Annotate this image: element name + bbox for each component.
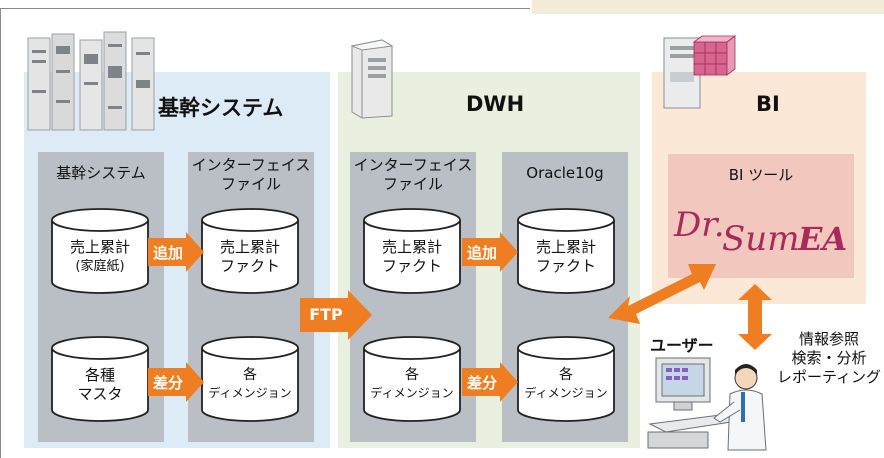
database-cylinder-icon xyxy=(51,336,149,422)
add-arrow-1-label: 追加 xyxy=(152,244,183,262)
bi-tool-box: BI ツール xyxy=(668,154,854,278)
add-arrow-2 xyxy=(462,232,518,272)
tower-server-icon xyxy=(350,39,394,119)
dim-oracle-label: 各 ディメンジョン xyxy=(516,366,616,402)
bi-server-icon xyxy=(663,35,737,109)
database-cylinder-icon xyxy=(363,208,461,294)
sales-fact-dwh-if-line2: ファクト xyxy=(381,257,442,275)
svg-text:Dr.: Dr. xyxy=(673,205,725,245)
dr-sum-ea-logo: Dr. Sum EA xyxy=(672,200,852,264)
master-label: 各種 マスタ xyxy=(50,366,150,404)
database-cylinder-icon xyxy=(201,336,299,422)
bi-user-two-way-arrow xyxy=(738,284,772,350)
dim-oracle-line2: ディメンジョン xyxy=(524,386,608,400)
core-interface-column-title: インターフェイス ファイル xyxy=(188,156,314,194)
bi-tool-title: BI ツール xyxy=(728,166,794,184)
info-line3: レポーティング xyxy=(776,368,882,386)
sales-fact-oracle-cylinder: 売上累計 ファクト xyxy=(516,208,616,294)
dim-dwh-if-label: 各 ディメンジョン xyxy=(362,366,462,402)
dim-if-line1: 各 xyxy=(243,367,257,383)
sales-fact-if-label: 売上累計 ファクト xyxy=(200,238,300,276)
master-cylinder: 各種 マスタ xyxy=(50,336,150,422)
server-rack-icon xyxy=(27,31,155,131)
sales-fact-dwh-if-label: 売上累計 ファクト xyxy=(362,238,462,276)
ftp-arrow xyxy=(300,290,372,340)
frame-top-border xyxy=(0,8,530,9)
dim-if-label: 各 ディメンジョン xyxy=(200,366,300,402)
dim-dwh-if-cylinder: 各 ディメンジョン xyxy=(362,336,462,422)
sales-fact-oracle-line2: ファクト xyxy=(535,257,596,275)
dim-oracle-line1: 各 xyxy=(559,367,573,383)
core-interface-title-line1: インターフェイス xyxy=(191,156,311,174)
database-cylinder-icon xyxy=(201,208,299,294)
diff-arrow-2-label: 差分 xyxy=(466,374,497,392)
frame-left-border xyxy=(0,8,1,458)
sales-fact-oracle-line1: 売上累計 xyxy=(535,238,596,256)
sales-fact-dwh-if-cylinder: 売上累計 ファクト xyxy=(362,208,462,294)
oracle-column-title: Oracle10g xyxy=(526,164,604,182)
user-label: ユーザー xyxy=(650,336,714,355)
add-arrow-1 xyxy=(148,232,204,272)
sales-source-line2: (家庭紙) xyxy=(75,259,125,274)
master-line2: マスタ xyxy=(77,385,123,403)
dwh-interface-title-line1: インターフェイス xyxy=(353,156,473,174)
ftp-arrow-label: FTP xyxy=(309,305,343,324)
sales-fact-if-line1: 売上累計 xyxy=(219,238,280,256)
sales-source-cylinder: 売上累計 (家庭紙) xyxy=(50,208,150,294)
dim-if-line2: ディメンジョン xyxy=(208,386,292,400)
dwh-bi-two-way-arrow xyxy=(608,264,716,324)
core-zone-title: 基幹システム xyxy=(158,96,284,120)
diff-arrow-2 xyxy=(462,362,518,402)
sales-fact-oracle-label: 売上累計 ファクト xyxy=(516,238,616,276)
dim-oracle-cylinder: 各 ディメンジョン xyxy=(516,336,616,422)
dim-dwh-if-line2: ディメンジョン xyxy=(370,386,454,400)
dwh-interface-title-line2: ファイル xyxy=(382,175,443,193)
database-cylinder-icon xyxy=(363,336,461,422)
dim-dwh-if-line1: 各 xyxy=(405,367,419,383)
svg-text:EA: EA xyxy=(797,220,847,258)
database-cylinder-icon xyxy=(51,208,149,294)
dr-sum-ea-logo-mark: Dr. Sum EA xyxy=(673,205,847,259)
database-cylinder-icon xyxy=(517,336,615,422)
dwh-zone-title: DWH xyxy=(466,92,525,116)
top-tab-decoration xyxy=(532,0,884,14)
info-line2: 検索・分析 xyxy=(791,349,867,367)
info-line1: 情報参照 xyxy=(798,330,859,348)
core-system-column-title: 基幹システム xyxy=(56,164,146,182)
user-at-computer-icon xyxy=(647,357,767,451)
diff-arrow-1 xyxy=(148,362,204,402)
database-cylinder-icon xyxy=(517,208,615,294)
sales-fact-if-line2: ファクト xyxy=(219,257,280,275)
info-label: 情報参照 検索・分析 レポーティング xyxy=(774,330,884,387)
sales-source-line1: 売上累計 xyxy=(69,238,130,256)
core-interface-title-line2: ファイル xyxy=(220,175,281,193)
diff-arrow-1-label: 差分 xyxy=(152,374,183,392)
svg-text:Sum: Sum xyxy=(722,219,799,259)
master-line1: 各種 xyxy=(84,366,115,384)
add-arrow-2-label: 追加 xyxy=(466,244,497,262)
bi-zone-title: BI xyxy=(756,92,780,116)
sales-source-label: 売上累計 (家庭紙) xyxy=(50,238,150,276)
dwh-interface-column-title: インターフェイス ファイル xyxy=(350,156,476,194)
sales-fact-dwh-if-line1: 売上累計 xyxy=(381,238,442,256)
sales-fact-if-cylinder: 売上累計 ファクト xyxy=(200,208,300,294)
dim-if-cylinder: 各 ディメンジョン xyxy=(200,336,300,422)
